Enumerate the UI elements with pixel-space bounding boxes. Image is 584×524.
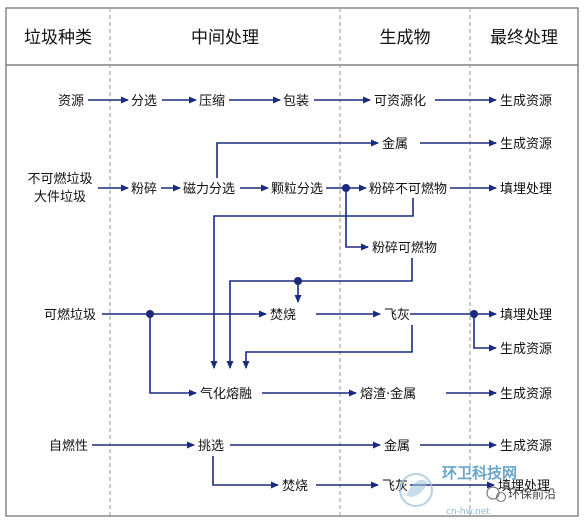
node-landfill: 填埋处理: [498, 479, 550, 494]
node-crush: 粉碎: [131, 182, 157, 197]
node-gen-resource: 生成资源: [500, 94, 552, 109]
node-gen-resource: 生成资源: [500, 387, 552, 402]
node-gen-resource: 生成资源: [500, 342, 552, 357]
node-fly-ash: 飞灰: [382, 479, 408, 494]
watermark-site: cn-hw.net: [446, 507, 490, 517]
node-combustible-waste: 可燃垃圾: [44, 307, 96, 323]
node-fly-ash: 飞灰: [384, 308, 410, 323]
node-self-combustible: 自燃性: [49, 438, 88, 454]
watermark: 环卫科技网 cn-hw.net 环保前沿: [399, 464, 556, 517]
node-slag-metal: 熔渣·金属: [360, 386, 416, 402]
node-gen-resource: 生成资源: [500, 137, 552, 152]
node-magnetic-sort: 磁力分选: [183, 182, 235, 197]
node-sorting: 分选: [131, 94, 157, 109]
node-packing: 包装: [283, 94, 309, 109]
wechat-icon: [486, 486, 507, 503]
node-noncombustible: 不可燃垃圾: [27, 171, 92, 187]
node-incinerate: 焚烧: [270, 308, 296, 323]
header-intermediate: 中间处理: [191, 28, 259, 48]
node-metal: 金属: [382, 136, 408, 152]
diagram-frame: [5, 7, 579, 517]
header-final: 最终处理: [490, 28, 558, 48]
node-resource: 资源: [58, 94, 84, 109]
node-crushed-noncombustible: 粉碎不可燃物: [369, 181, 447, 197]
node-incinerate: 焚烧: [282, 479, 308, 494]
watermark-wechat: 环保前沿: [508, 486, 556, 501]
flow-connectors: [88, 96, 497, 489]
node-metal: 金属: [384, 438, 410, 454]
leaf-logo-icon: [399, 473, 433, 507]
node-recyclable: 可资源化: [374, 94, 426, 109]
node-crushed-combustible: 粉碎可燃物: [372, 240, 437, 256]
watermark-brand: 环卫科技网: [442, 464, 517, 482]
node-bulky-waste: 大件垃圾: [34, 190, 86, 205]
header-products: 生成物: [380, 28, 431, 48]
node-pick: 挑选: [198, 439, 224, 454]
node-compress: 压缩: [199, 93, 225, 109]
node-landfill: 填埋处理: [500, 182, 552, 197]
node-gen-resource: 生成资源: [500, 439, 552, 454]
node-granule-sort: 颗粒分选: [271, 182, 323, 197]
header-category: 垃圾种类: [24, 28, 92, 48]
node-landfill: 填埋处理: [500, 308, 552, 323]
junction-dots: [146, 184, 478, 318]
node-gasification-melting: 气化熔融: [200, 386, 252, 402]
